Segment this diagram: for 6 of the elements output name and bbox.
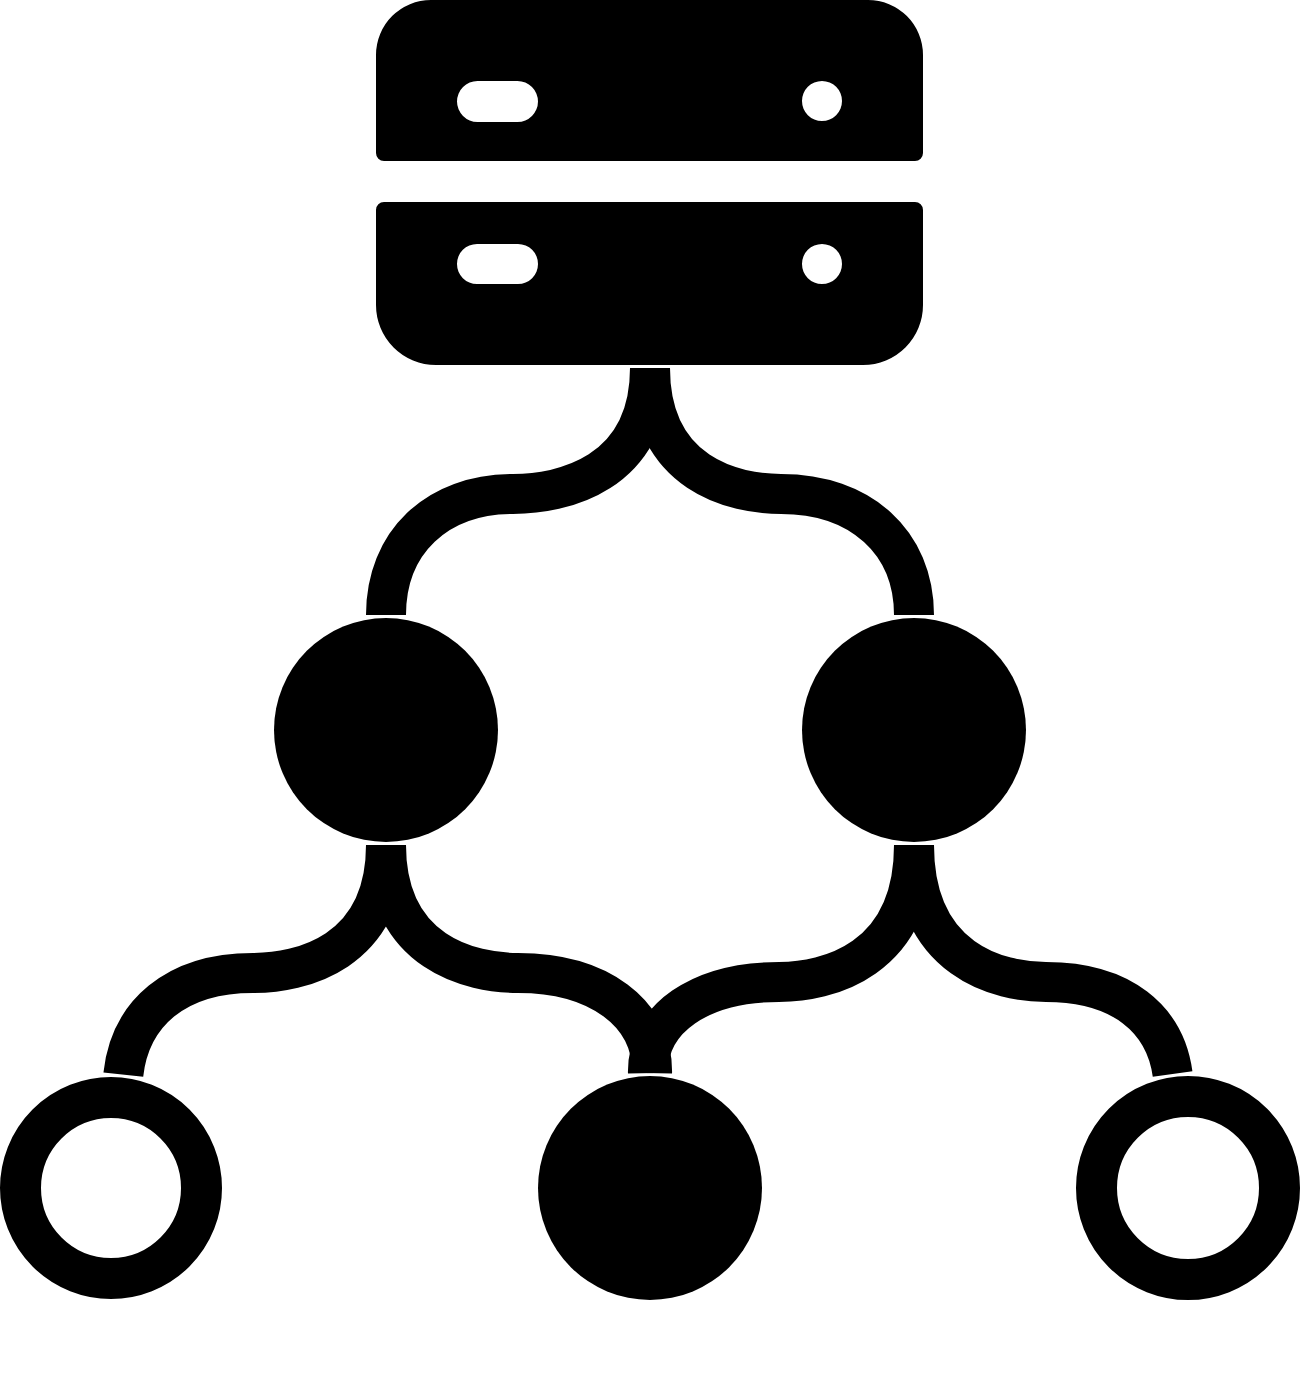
- network-node: [802, 618, 1026, 842]
- network-node: [538, 1076, 762, 1300]
- network-node: [274, 618, 498, 842]
- hollow-network-node: [1076, 1076, 1300, 1300]
- server-icon: [376, 0, 923, 365]
- hollow-network-node: [0, 1076, 222, 1300]
